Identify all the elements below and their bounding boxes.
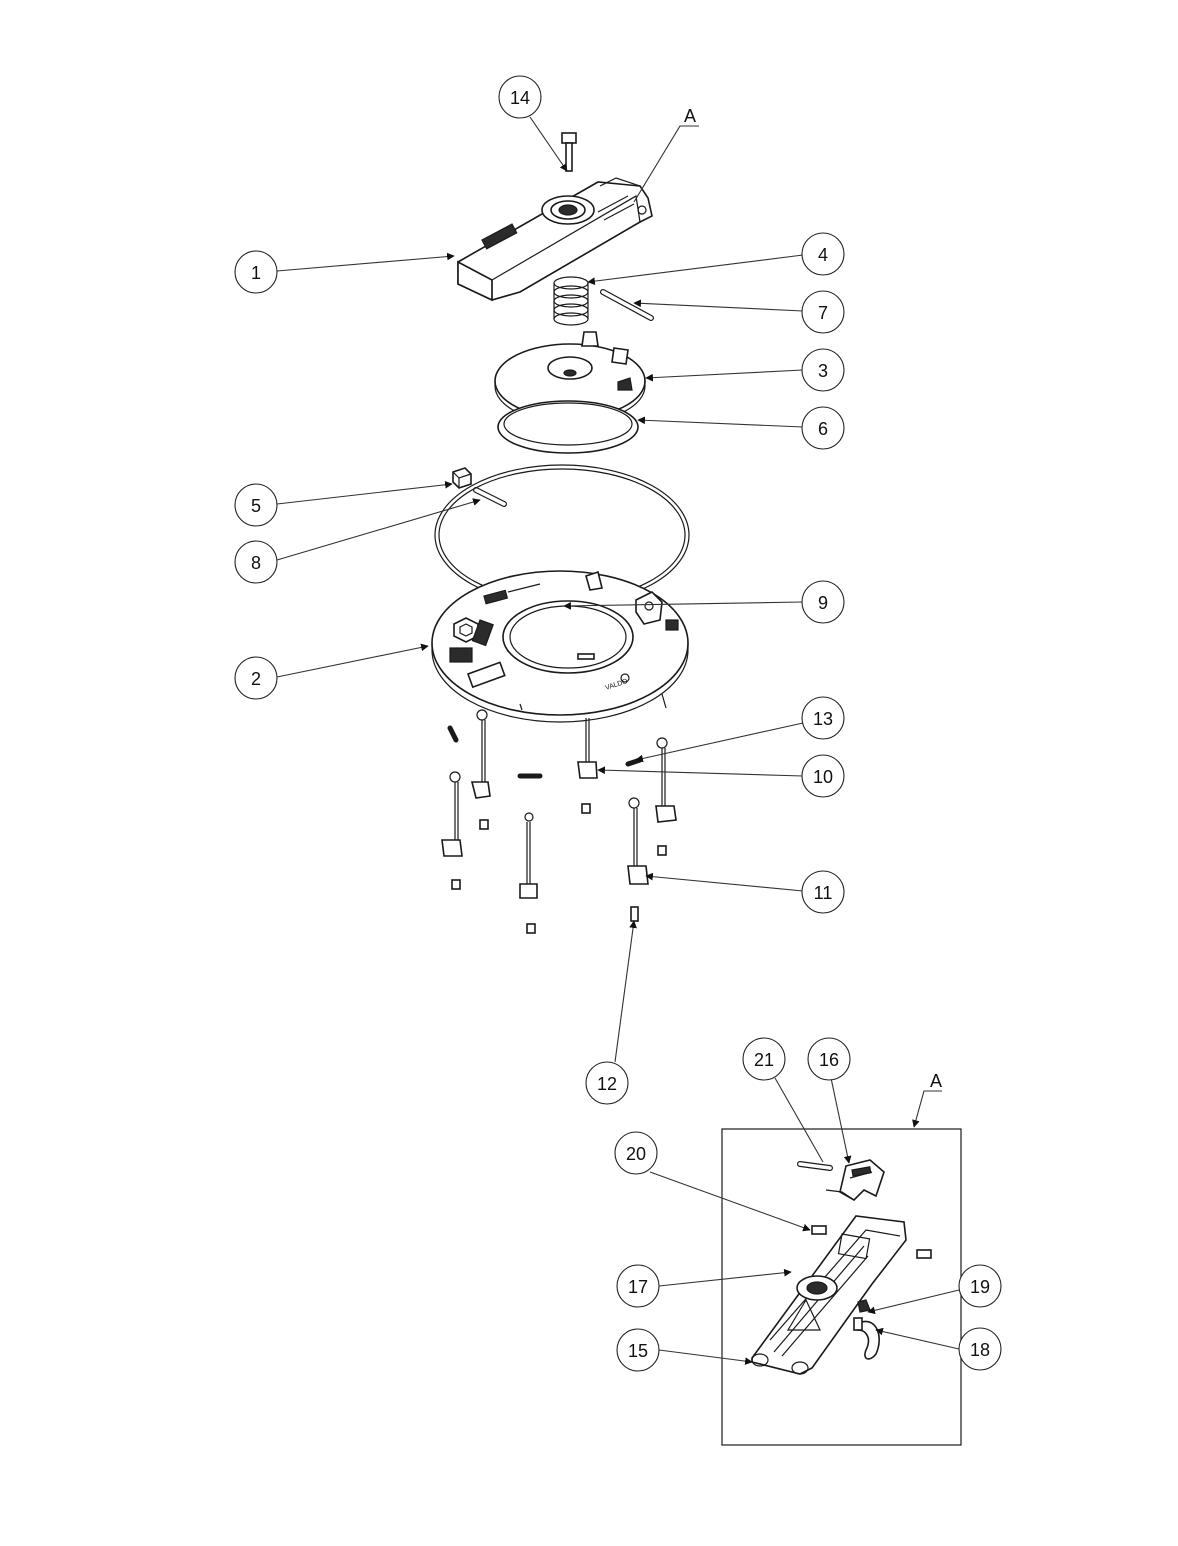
balloon-10: 10 [801, 754, 845, 798]
balloon-19: 19 [958, 1264, 1002, 1308]
svg-text:17: 17 [628, 1277, 648, 1297]
balloon-21: 21 [742, 1037, 786, 1081]
balloon-14: 14 [498, 75, 542, 119]
part-7-pin [600, 289, 654, 321]
part-2-base-flange: VALDO [431, 570, 689, 723]
balloon-18: 18 [958, 1327, 1002, 1371]
balloon-4: 4 [801, 232, 845, 276]
svg-text:3: 3 [818, 361, 828, 381]
svg-text:13: 13 [813, 709, 833, 729]
balloon-9: 9 [801, 580, 845, 624]
leader-lines [276, 116, 960, 1365]
svg-text:8: 8 [251, 553, 261, 573]
svg-text:14: 14 [510, 88, 530, 108]
svg-text:1: 1 [251, 263, 261, 283]
part-14-bolt [561, 132, 577, 172]
svg-text:6: 6 [818, 419, 828, 439]
balloon-8: 8 [234, 540, 278, 584]
balloon-7: 7 [801, 290, 845, 334]
detail-a-parts [751, 1159, 932, 1375]
part-5-nut [452, 467, 472, 489]
svg-text:18: 18 [970, 1340, 990, 1360]
part-6-gasket [497, 400, 639, 454]
detail-ref-a-box: A [930, 1071, 942, 1091]
balloon-2: 2 [234, 656, 278, 700]
balloon-11: 11 [801, 870, 845, 914]
balloon-16: 16 [807, 1037, 851, 1081]
svg-text:20: 20 [626, 1144, 646, 1164]
part-3-cover-plate [494, 331, 646, 424]
balloon-20: 20 [614, 1131, 658, 1175]
balloon-1: 1 [234, 250, 278, 294]
part-4-spring [553, 276, 589, 326]
svg-text:9: 9 [818, 593, 828, 613]
svg-text:2: 2 [251, 669, 261, 689]
svg-text:15: 15 [628, 1341, 648, 1361]
svg-text:4: 4 [818, 245, 828, 265]
balloon-15: 15 [616, 1328, 660, 1372]
svg-text:11: 11 [814, 883, 833, 903]
balloon-3: 3 [801, 348, 845, 392]
svg-text:12: 12 [597, 1074, 617, 1094]
balloon-5: 5 [234, 483, 278, 527]
balloon-12: 12 [585, 1061, 629, 1105]
svg-text:7: 7 [818, 303, 828, 323]
svg-text:21: 21 [754, 1050, 774, 1070]
balloon-17: 17 [616, 1264, 660, 1308]
svg-text:19: 19 [970, 1277, 990, 1297]
balloon-6: 6 [801, 406, 845, 450]
detail-ref-a-top: A [684, 106, 696, 126]
svg-text:5: 5 [251, 496, 261, 516]
tie-rod-assembly [441, 709, 677, 934]
balloon-13: 13 [801, 696, 845, 740]
svg-text:16: 16 [819, 1050, 839, 1070]
part-1-upper-arm [457, 177, 653, 302]
svg-text:10: 10 [813, 767, 833, 787]
part-8-short-pin [473, 487, 507, 507]
